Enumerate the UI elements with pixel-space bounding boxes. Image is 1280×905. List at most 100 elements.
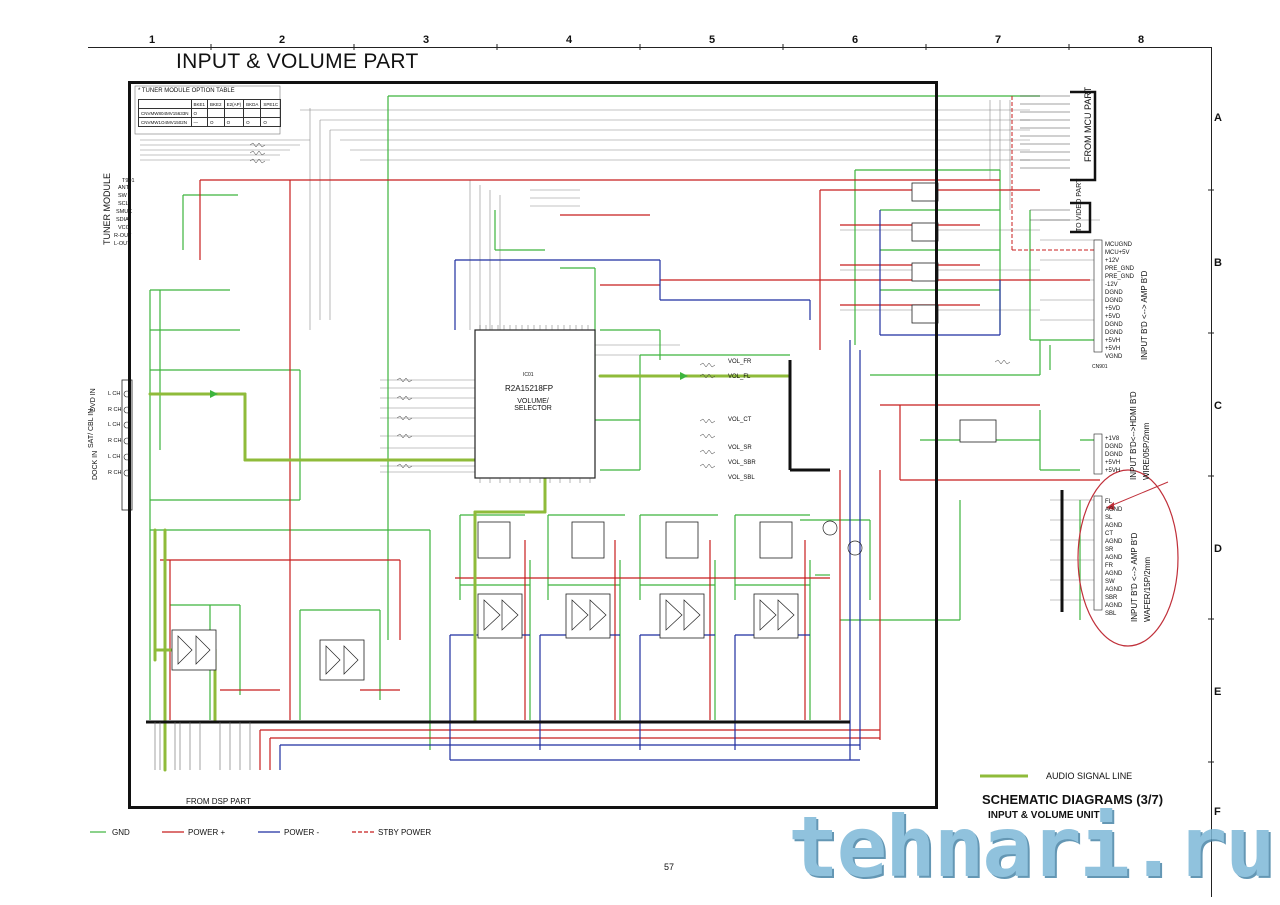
legend-power-plus-label: POWER + <box>188 828 226 837</box>
dock-in-label: DOCK IN <box>92 450 99 480</box>
connector-pin: +5VH <box>1105 468 1121 474</box>
tuner-pin: VCC <box>118 225 130 231</box>
column-number: 8 <box>1137 34 1145 46</box>
connector-pin: PRE_GND <box>1105 274 1135 280</box>
connector-pin: DGND <box>1105 298 1123 304</box>
tuner-pin: SCL <box>118 201 129 207</box>
vol-line-label: VOL_FR <box>728 359 752 365</box>
connector-pin: DGND <box>1105 444 1123 450</box>
connector-pin: PRE_GND <box>1105 266 1135 272</box>
connector-pin: SW <box>1105 579 1115 585</box>
input-channel: R CH <box>108 470 122 476</box>
from-mcu-label: FROM MCU PART <box>1083 86 1093 162</box>
connector-pin: SR <box>1105 547 1114 553</box>
page-number: 57 <box>664 862 675 872</box>
tuner-module-label: TUNER MODULE <box>102 172 112 245</box>
column-number: 5 <box>708 34 716 46</box>
table-cell: E2(AP) <box>223 99 245 109</box>
ic-ref: IC01 <box>523 372 534 378</box>
tuner-pin: SDIA <box>116 217 129 223</box>
table-cell <box>207 108 225 118</box>
connector-pin: MCU+5V <box>1105 250 1130 256</box>
connector-pin: AGND <box>1105 555 1123 561</box>
connector-ref: CN901 <box>1092 364 1108 370</box>
table-cell <box>138 99 192 109</box>
connector-pin: DGND <box>1105 330 1123 336</box>
table-cell: — <box>190 117 209 127</box>
input-channel: L CH <box>108 391 121 397</box>
legend-gnd-label: GND <box>112 828 130 837</box>
connector-pin: +5VD <box>1105 314 1121 320</box>
schematic-heading: SCHEMATIC DIAGRAMS (3/7) <box>982 792 1164 807</box>
row-letter: A <box>1214 112 1222 124</box>
connector-pin: FL <box>1105 499 1113 505</box>
connector-pin: AGND <box>1105 571 1123 577</box>
tuner-pin: ANT <box>118 185 129 191</box>
connector-pin: +5VD <box>1105 306 1121 312</box>
connector-pin: AGND <box>1105 603 1123 609</box>
schematic-subheading: INPUT & VOLUME UNIT <box>988 810 1100 821</box>
tuner-pin: L-OUT <box>114 241 131 247</box>
top-ruler <box>88 47 1211 48</box>
table-cell: SPE1C <box>260 99 282 109</box>
connector-pin: DGND <box>1105 322 1123 328</box>
column-number: 3 <box>422 34 430 46</box>
input-channel: L CH <box>108 454 121 460</box>
column-number: 2 <box>278 34 286 46</box>
tuner-option-title: * TUNER MODULE OPTION TABLE <box>138 88 235 94</box>
vol-line-label: VOL_CT <box>728 417 752 423</box>
ic-part-number: R2A15218FP <box>505 384 554 393</box>
tuner-pin: T901 <box>122 178 135 184</box>
connector-pin: +5VH <box>1105 346 1121 352</box>
amp-connector-label: INPUT B'D <--> AMP B'D <box>1140 270 1149 360</box>
table-cell: O <box>243 117 262 127</box>
table-cell: O <box>260 117 282 127</box>
table-cell: O <box>223 117 245 127</box>
vol-line-label: VOL_FL <box>728 374 751 380</box>
tuner-pin: R-OUT <box>114 233 132 239</box>
table-row: BKE1 BKE2 E2(AP) BKDA SPE1C <box>138 99 282 109</box>
tuner-option-table: BKE1 BKE2 E2(AP) BKDA SPE1C CNVMW804MV15… <box>138 99 282 127</box>
table-cell: BKE2 <box>207 99 225 109</box>
wafer-connector-label: INPUT B'D <--> AMP B'D WAFER/15P/2mm <box>1130 532 1152 622</box>
connector-pin: -12V <box>1105 282 1118 288</box>
legend-power-minus-label: POWER - <box>284 828 320 837</box>
input-channel: L CH <box>108 422 121 428</box>
connector-pin: MCUGND <box>1105 242 1132 248</box>
tuner-pin: SMUX <box>116 209 132 215</box>
connector-pin: DGND <box>1105 452 1123 458</box>
connector-pin: AGND <box>1105 539 1123 545</box>
connector-pin: +5VH <box>1105 460 1121 466</box>
to-video-label: TO VIDEO PART <box>1076 178 1083 232</box>
vol-line-label: VOL_SBL <box>728 475 755 481</box>
connector-pin: AGND <box>1105 587 1123 593</box>
row-letter: F <box>1214 806 1221 818</box>
table-cell: CNVMW804MV15633N <box>138 108 192 118</box>
connector-pin: VGND <box>1105 354 1123 360</box>
column-number: 7 <box>994 34 1002 46</box>
connector-pin: AGND <box>1105 507 1123 513</box>
vol-line-label: VOL_SBR <box>728 460 756 466</box>
vol-line-label: VOL_SR <box>728 445 752 451</box>
row-letter: B <box>1214 257 1222 269</box>
connector-pin: DGND <box>1105 290 1123 296</box>
ic-function: VOLUME/ SELECTOR <box>514 398 552 412</box>
column-number: 1 <box>148 34 156 46</box>
connector-pin: SL <box>1105 515 1113 521</box>
sat-cbl-in-label: SAT/ CBL IN <box>88 408 95 448</box>
row-letter: E <box>1214 686 1222 698</box>
connector-pin: +5VH <box>1105 338 1121 344</box>
table-cell: CNVMW1O4MV1502N <box>138 117 192 127</box>
watermark-logo: tehnari.ru <box>788 798 1276 896</box>
table-cell: BKE1 <box>190 99 209 109</box>
connector-pin: AGND <box>1105 523 1123 529</box>
legend-stby-label: STBY POWER <box>378 828 432 837</box>
connector-pin: FR <box>1105 563 1113 569</box>
connector-pin: SBL <box>1105 611 1117 617</box>
connector-pin: CT <box>1105 531 1113 537</box>
input-channel: R CH <box>108 438 122 444</box>
tuner-pin: SW <box>118 193 127 199</box>
connector-pin: SBR <box>1105 595 1118 601</box>
right-ruler <box>1211 47 1212 897</box>
table-cell: O <box>207 117 225 127</box>
